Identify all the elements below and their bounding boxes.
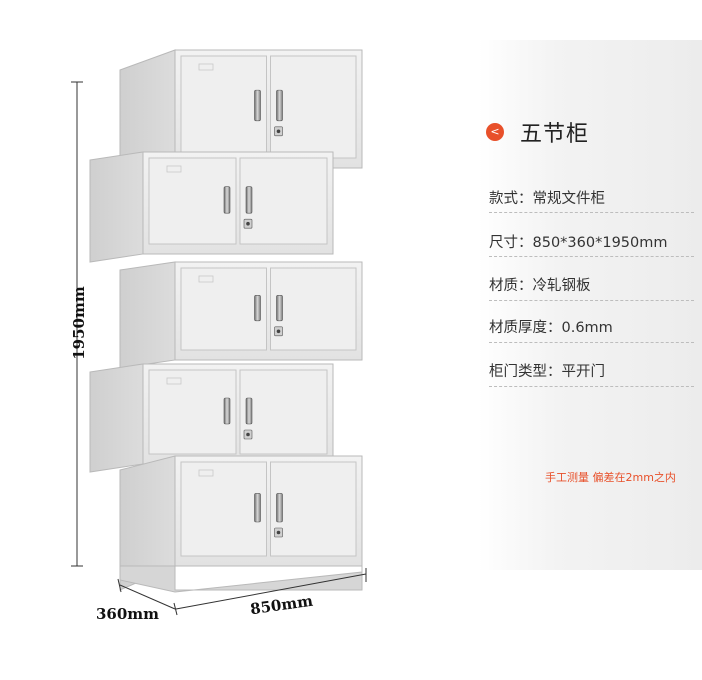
cabinet-base [119, 565, 363, 593]
cabinet-door-left [148, 369, 237, 455]
door-handle-icon [276, 89, 283, 122]
label-slot-icon [198, 63, 214, 71]
depth-dimension-line [117, 578, 178, 616]
cabinet-door-left [148, 157, 237, 245]
door-handle-icon [254, 295, 261, 322]
cabinet-door-left [180, 461, 267, 557]
arrow-badge-icon: < [486, 123, 504, 141]
door-handle-icon [223, 397, 231, 425]
measurement-note: 手工测量 偏差在2mm之内 [545, 471, 676, 484]
cabinet-section [119, 261, 363, 369]
height-label: 1950mm [69, 286, 88, 360]
keyhole-icon [246, 432, 250, 437]
keyhole-icon [276, 530, 281, 535]
cabinet-door-right [270, 461, 357, 557]
keyhole-icon [246, 221, 250, 226]
cabinet-side-panel [89, 363, 144, 473]
keyhole-icon [276, 329, 281, 334]
label-slot-icon [198, 275, 214, 283]
cabinet-door-right [270, 55, 357, 159]
cabinet-door-left [180, 55, 267, 159]
door-handle-icon [276, 295, 283, 322]
door-handle-icon [254, 89, 261, 122]
product-title-row: < 五节柜 [486, 116, 589, 148]
width-dimension-line [175, 568, 367, 610]
spec-divider [489, 386, 694, 387]
door-handle-icon [245, 397, 253, 425]
spec-door-type: 柜门类型：平开门 [489, 364, 605, 380]
spec-divider [489, 256, 694, 257]
cabinet-side-panel [119, 261, 176, 369]
cabinet-door-right [239, 369, 328, 455]
keyhole-icon [276, 129, 281, 134]
cabinet-door-left [180, 267, 267, 351]
spec-thickness: 材质厚度：0.6mm [489, 320, 613, 336]
spec-panel-background [478, 40, 702, 570]
door-handle-icon [276, 493, 283, 523]
spec-divider [489, 212, 694, 213]
cabinet-section [89, 151, 334, 263]
spec-size: 尺寸：850*360*1950mm [489, 235, 668, 251]
product-title: 五节柜 [520, 122, 590, 147]
cabinet-section [119, 455, 363, 591]
label-slot-icon [166, 377, 182, 385]
label-slot-icon [198, 469, 214, 477]
door-handle-icon [223, 186, 231, 214]
spec-material: 材质：冷轧钢板 [489, 278, 591, 294]
door-handle-icon [254, 493, 261, 523]
label-slot-icon [166, 165, 182, 173]
door-handle-icon [245, 186, 253, 214]
cabinet-door-right [239, 157, 328, 245]
spec-divider [489, 342, 694, 343]
cabinet-door-right [270, 267, 357, 351]
spec-divider [489, 300, 694, 301]
depth-label: 360mm [96, 605, 160, 623]
spec-style: 款式：常规文件柜 [489, 191, 605, 207]
cabinet-section [89, 363, 334, 473]
cabinet-side-panel [89, 151, 144, 263]
height-dimension-line [71, 81, 83, 567]
